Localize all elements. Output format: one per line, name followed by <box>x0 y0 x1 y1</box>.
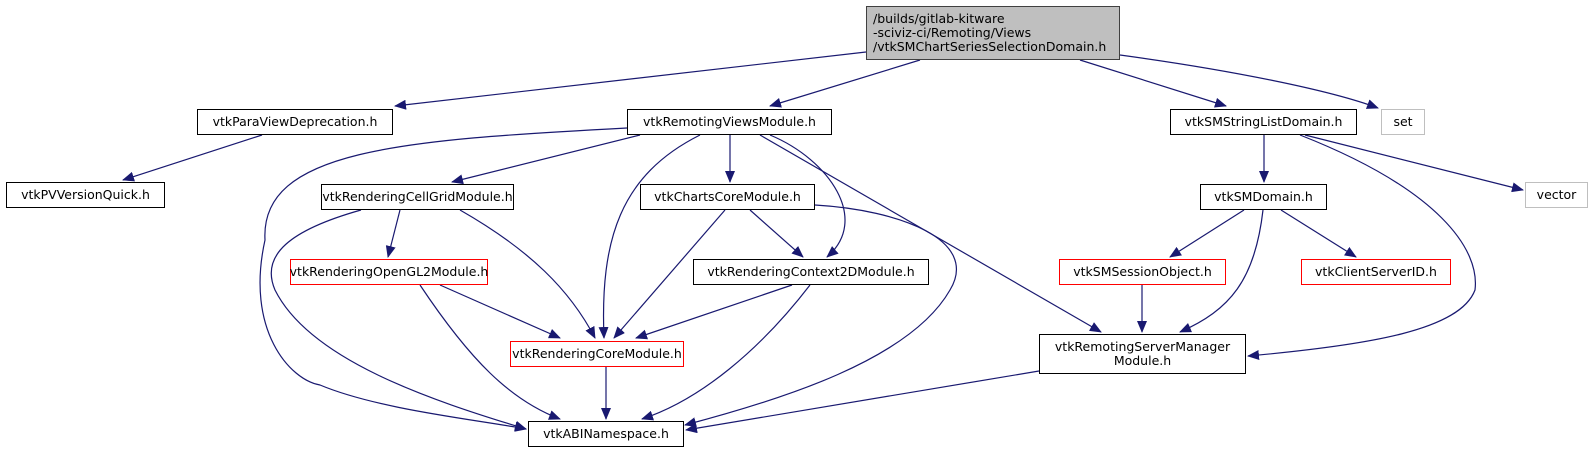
node-renderingcore[interactable]: vtkRenderingCoreModule.h <box>510 341 684 367</box>
node-label: set <box>1393 114 1413 129</box>
node-abinamespace[interactable]: vtkABINamespace.h <box>528 421 684 447</box>
node-label: vtkRenderingCoreModule.h <box>512 346 682 361</box>
node-root[interactable]: /builds/gitlab-kitware-sciviz-ci/Remotin… <box>866 6 1120 60</box>
edge-root-to-set <box>1119 54 1379 109</box>
node-label: vtkParaViewDeprecation.h <box>212 114 378 129</box>
node-sessionobject[interactable]: vtkSMSessionObject.h <box>1059 259 1226 285</box>
edge-cellgrid-to-renderingcore <box>459 209 596 339</box>
edge-chartscore-to-renderingcore <box>613 209 726 339</box>
edge-cellgrid-to-abinamespace <box>270 209 527 431</box>
node-cellgrid[interactable]: vtkRenderingCellGridModule.h <box>321 184 514 210</box>
edge-root-to-remotingviews <box>769 59 921 108</box>
edge-remotingviews-to-abinamespace <box>259 127 628 432</box>
node-label: vtkPVVersionQuick.h <box>21 187 150 202</box>
node-smdomain[interactable]: vtkSMDomain.h <box>1200 184 1327 210</box>
node-label: -sciviz-ci/Remoting/Views <box>873 25 1032 40</box>
edge-context2d-to-abinamespace <box>641 284 811 421</box>
edge-stringlistdomain-to-servermanager <box>1247 134 1477 360</box>
edge-cellgrid-to-opengl2 <box>385 209 401 258</box>
edge-remotingviews-to-renderingcore <box>598 134 701 339</box>
node-label: vtkRenderingCellGridModule.h <box>322 189 513 204</box>
edge-servermanager-to-abinamespace <box>685 370 1040 434</box>
node-label: vtkSMDomain.h <box>1214 189 1313 204</box>
node-label: vtkABINamespace.h <box>543 426 669 441</box>
edge-remotingviews-to-cellgrid <box>451 134 641 185</box>
node-vector: vector <box>1525 182 1588 208</box>
edge-opengl2-to-abinamespace <box>419 284 561 420</box>
node-label: vtkRemotingViewsModule.h <box>643 114 816 129</box>
edge-context2d-to-renderingcore <box>635 284 793 340</box>
node-remotingviews[interactable]: vtkRemotingViewsModule.h <box>627 109 832 135</box>
node-clientserverid[interactable]: vtkClientServerID.h <box>1301 259 1451 285</box>
node-label: vtkRenderingContext2DModule.h <box>707 264 915 279</box>
node-label: Module.h <box>1113 353 1172 368</box>
edge-root-to-stringlistdomain <box>1079 59 1227 108</box>
edge-root-to-paraviewdep <box>394 51 867 110</box>
node-label: /vtkSMChartSeriesSelectionDomain.h <box>873 39 1107 54</box>
node-pvversion[interactable]: vtkPVVersionQuick.h <box>6 182 165 208</box>
node-label: vector <box>1536 187 1577 202</box>
edge-paraviewdep-to-pvversion <box>122 134 263 182</box>
edge-smdomain-to-servermanager <box>1179 209 1264 333</box>
node-label: /builds/gitlab-kitware <box>873 11 1005 26</box>
node-label: vtkSMSessionObject.h <box>1073 264 1212 279</box>
edge-smdomain-to-sessionobject <box>1169 209 1245 258</box>
node-label: vtkSMStringListDomain.h <box>1184 114 1343 129</box>
node-label: vtkRenderingOpenGL2Module.h <box>289 264 489 279</box>
node-chartscore[interactable]: vtkChartsCoreModule.h <box>640 184 815 210</box>
edge-chartscore-to-abinamespace <box>684 204 957 428</box>
node-label: vtkChartsCoreModule.h <box>654 189 801 204</box>
edge-opengl2-to-renderingcore <box>439 284 561 339</box>
edge-stringlistdomain-to-vector <box>1304 134 1524 193</box>
edge-chartscore-to-context2d <box>749 209 804 258</box>
node-label: vtkClientServerID.h <box>1315 264 1437 279</box>
node-opengl2[interactable]: vtkRenderingOpenGL2Module.h <box>290 259 488 285</box>
node-stringlistdomain[interactable]: vtkSMStringListDomain.h <box>1170 109 1357 135</box>
node-label: vtkRemotingServerManager <box>1054 339 1231 354</box>
edge-remotingviews-to-context2d <box>769 134 846 258</box>
node-paraviewdep[interactable]: vtkParaViewDeprecation.h <box>197 109 393 135</box>
node-context2d[interactable]: vtkRenderingContext2DModule.h <box>693 259 929 285</box>
node-set: set <box>1381 109 1425 135</box>
edge-smdomain-to-clientserverid <box>1280 209 1357 258</box>
